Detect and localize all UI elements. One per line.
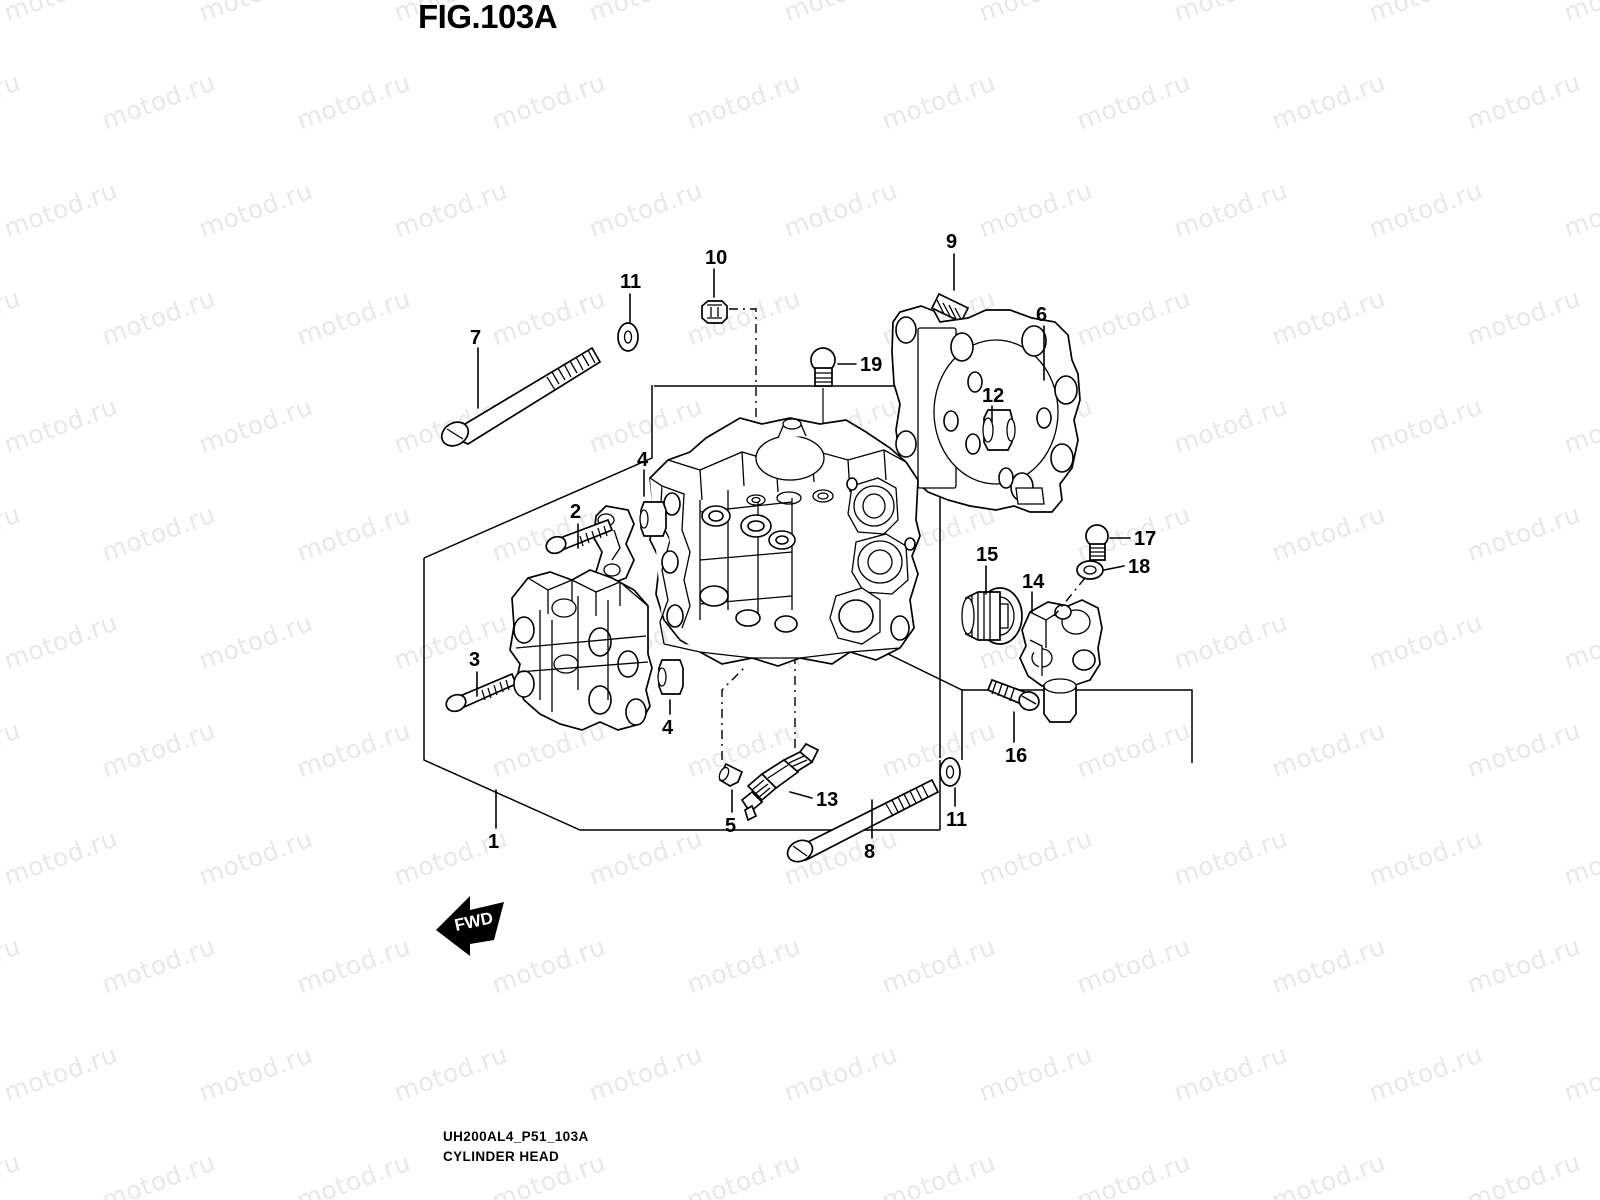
part-4-dowel-pin-upper [639,501,667,537]
callout-5-label: 5 [725,815,736,837]
callout-4-upper-label: 4 [637,449,649,471]
callout-12: 12 [982,385,1004,423]
page-title: FIG.103A [418,0,558,35]
part-16-housing-bolt [986,678,1040,711]
callout-8-label: 8 [864,841,875,863]
part-19-oil-plug [810,347,836,387]
part-4-dowel-pin-lower [657,659,684,695]
callout-11-upper: 11 [620,271,641,323]
part-6-head-gasket [891,305,1081,513]
callout-18: 18 [1103,556,1150,578]
callout-16: 16 [1005,711,1027,767]
part-12-dowel-pin [982,409,1016,451]
callout-17-label: 17 [1134,528,1156,550]
callout-15: 15 [976,544,998,595]
callout-7-label: 7 [470,327,481,349]
figure-caption: UH200AL4_P51_103A CYLINDER HEAD [443,1127,589,1167]
thermostat-group-box [844,632,1193,763]
callout-1: 1 [488,789,499,853]
part-10-flange-nut [701,300,728,324]
part-11-washer-upper [617,322,639,352]
cam-chain-guide-bracket [593,505,635,585]
part-17-union-bolt [1085,524,1109,561]
callout-11-upper-label: 11 [620,271,641,293]
callout-9: 9 [946,231,957,291]
callout-16-label: 16 [1005,745,1027,767]
callout-14: 14 [1022,571,1045,613]
callout-13-label: 13 [816,789,838,811]
callout-11-lower-label: 11 [946,809,967,831]
part-14-thermostat-housing [1019,599,1103,723]
part-1-cylinder-head-body [649,417,921,667]
callout-1-label: 1 [488,831,499,853]
callout-4-lower-label: 4 [662,717,674,739]
callout-8: 8 [864,799,875,863]
callout-17: 17 [1109,528,1156,550]
callout-2: 2 [570,501,581,549]
part-8-head-bolt-lower [786,778,940,863]
callout-19: 19 [837,354,882,376]
caption-name: CYLINDER HEAD [443,1149,560,1164]
callout-6: 6 [1036,304,1047,381]
callout-14-label: 14 [1022,571,1045,593]
callout-15-label: 15 [976,544,998,566]
callout-4-lower: 4 [662,699,674,739]
camshaft-holder [509,569,653,731]
part-7-head-bolt [440,346,602,447]
callout-10-label: 10 [705,247,727,269]
part-18-union-washer [1076,560,1104,580]
callout-18-label: 18 [1128,556,1150,578]
callout-17-leader [1053,577,1086,617]
callout-3-label: 3 [469,649,480,671]
callout-12-label: 12 [982,385,1004,407]
caption-code: UH200AL4_P51_103A [443,1129,589,1144]
callout-9-label: 9 [946,231,957,253]
callout-4-upper: 4 [637,449,649,497]
callout-6-label: 6 [1036,304,1047,326]
callout-19-label: 19 [860,354,882,376]
fwd-arrow: FWD [436,896,504,956]
callout-5: 5 [725,789,736,837]
callout-13: 13 [789,789,838,811]
callout-3: 3 [469,649,480,697]
callout-11-lower: 11 [946,787,967,831]
callout-7: 7 [470,327,481,409]
part-13-spark-plug [740,742,820,822]
part-15-thermostat [961,587,1023,645]
callout-10: 10 [705,247,727,298]
part-11-washer-lower [939,757,961,787]
part-3-cam-holder-bolt-long [445,672,518,713]
callout-2-label: 2 [570,501,581,523]
part-5-dowel-pin-small [718,762,744,787]
part-2-cam-holder-bolt-short [545,518,614,555]
callout-5-leader [721,667,745,760]
part-9-stud-bolt [930,292,970,324]
